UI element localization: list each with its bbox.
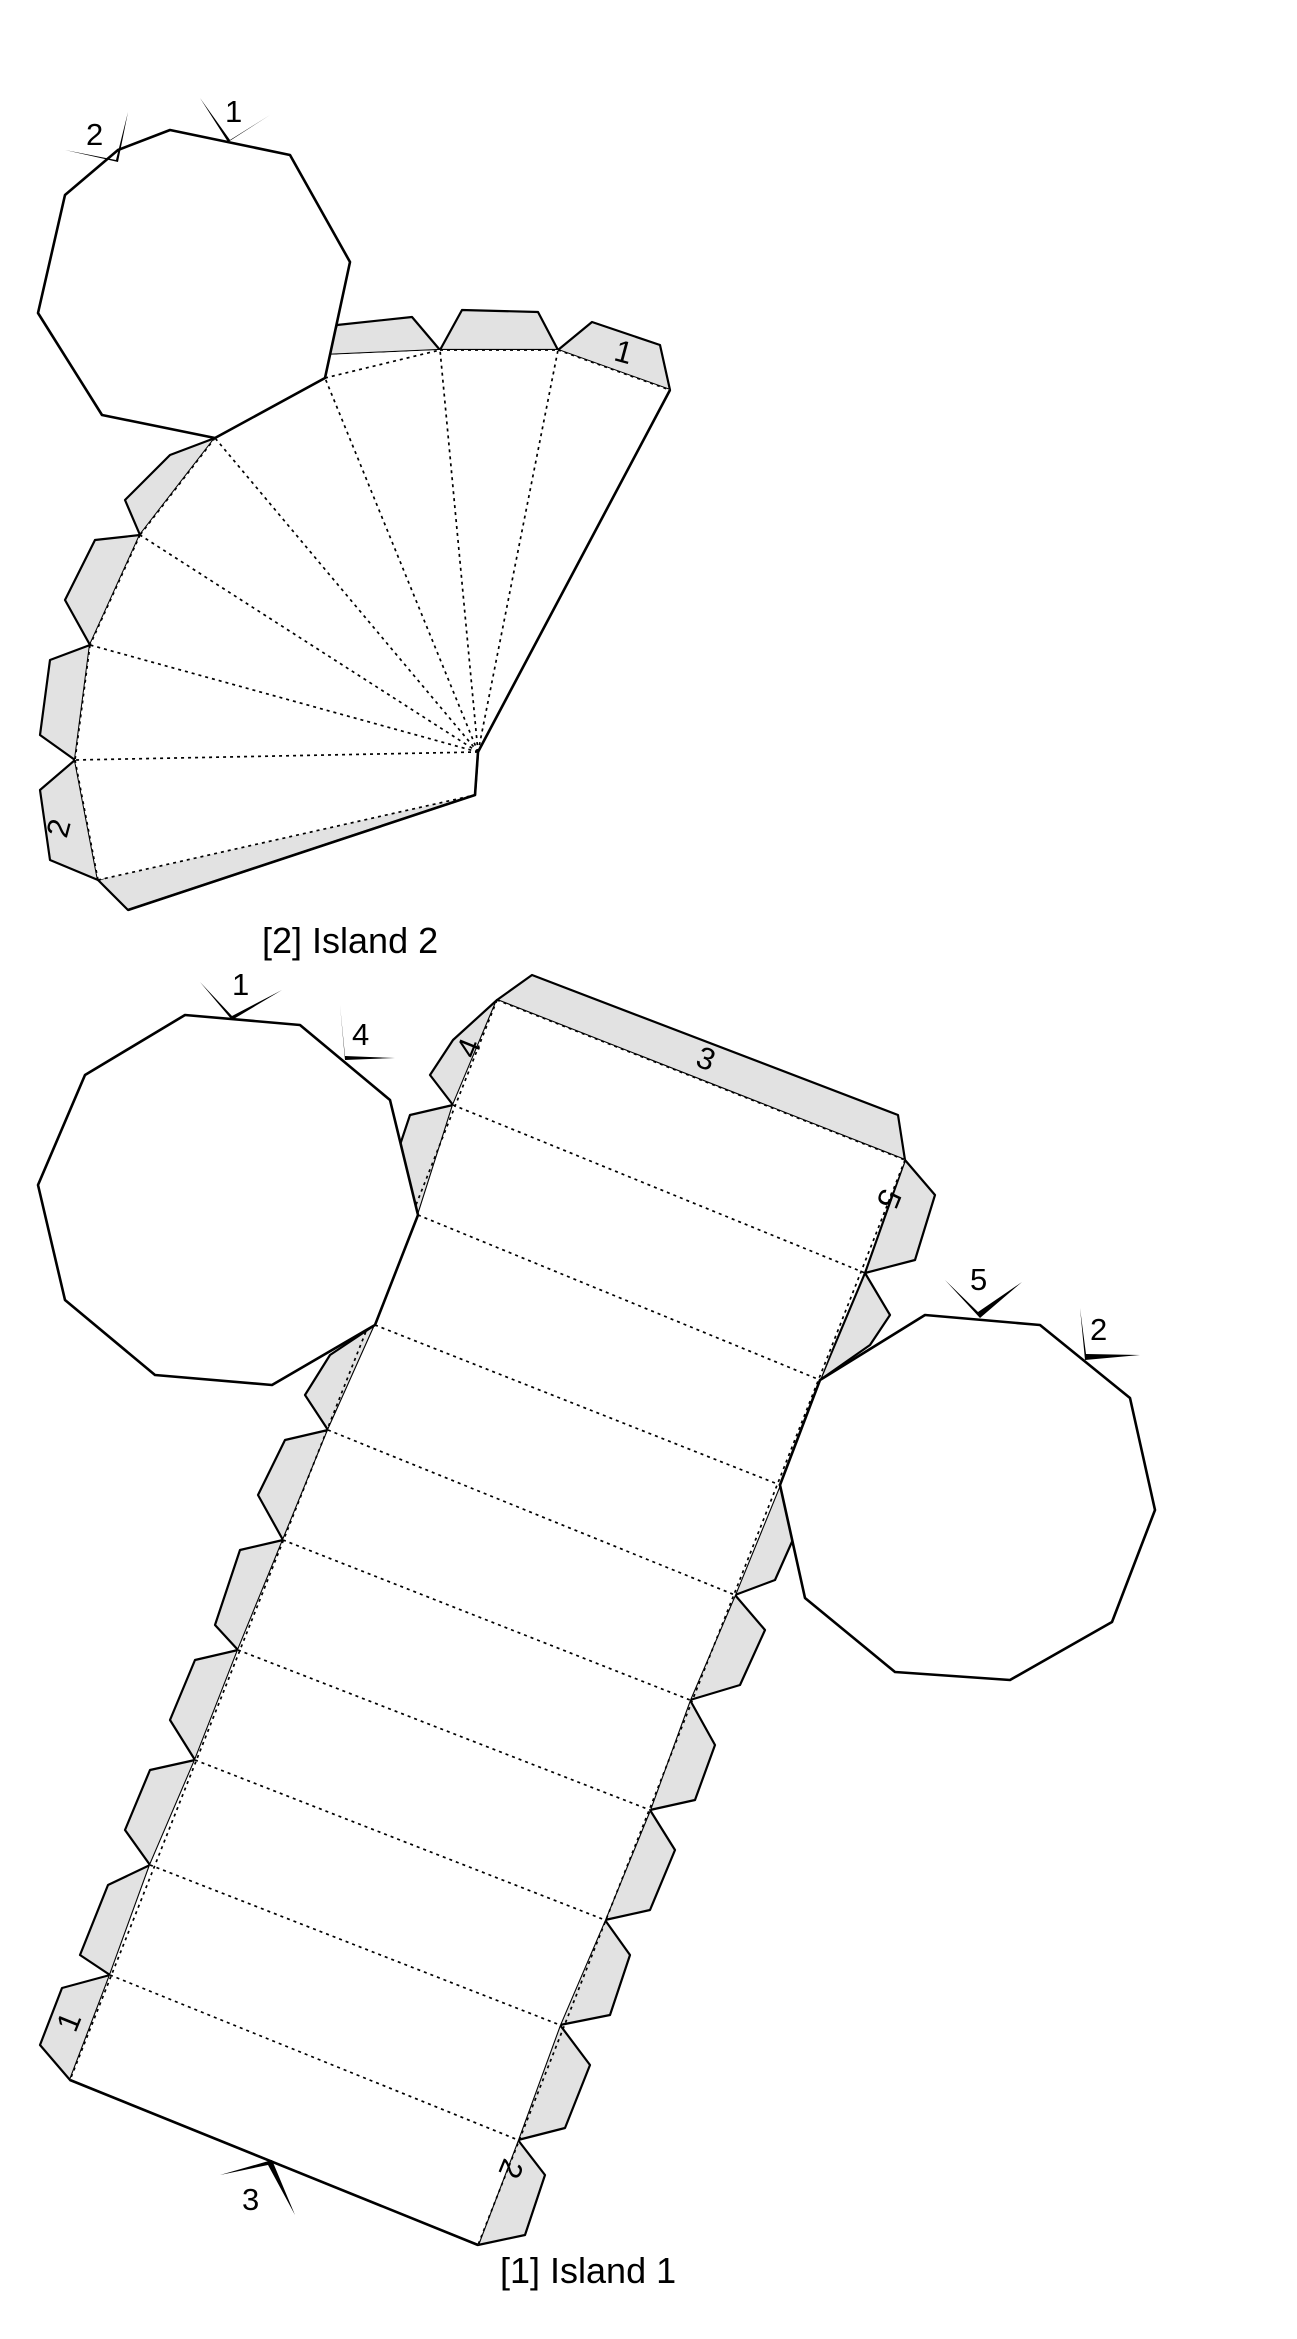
island-2-caption: [2] Island 2 xyxy=(262,920,438,961)
glue-tab xyxy=(863,1158,937,1275)
island-2-fold-lines xyxy=(74,349,671,881)
glue-tab xyxy=(516,2023,592,2142)
glue-tab xyxy=(438,308,560,352)
island-2: 1 2 1 2 [2] Island 2 xyxy=(36,94,672,961)
glue-tab xyxy=(818,1271,892,1382)
glue-tab xyxy=(495,973,907,1162)
prism-body xyxy=(70,1000,905,2245)
edge-marker-arrow xyxy=(200,98,270,142)
edge-marker-arrow xyxy=(220,2160,295,2215)
island-2-edge-markers xyxy=(65,98,270,162)
island-1-fold-lines xyxy=(69,999,906,2246)
edge-label: 3 xyxy=(242,2182,259,2217)
cone-sector xyxy=(75,355,478,880)
glue-tab xyxy=(323,315,442,357)
island-1-edge-markers xyxy=(200,982,1140,2215)
prism-end-decagon-left xyxy=(36,1013,420,1387)
edge-marker-arrow xyxy=(1080,1308,1140,1360)
edge-marker-arrow xyxy=(200,982,282,1020)
glue-tab xyxy=(303,1323,377,1432)
edge-label: 2 xyxy=(86,117,103,152)
island-1: 1 4 5 2 3 4 3 5 1 2 [1] Island 1 xyxy=(36,967,1157,2291)
edge-label: 5 xyxy=(970,1262,987,1297)
island-1-caption: [1] Island 1 xyxy=(500,2250,676,2291)
cone-cut-edge xyxy=(127,389,672,912)
edge-marker-arrow xyxy=(945,1280,1022,1318)
glue-tab xyxy=(123,436,217,537)
prism-cut-edge xyxy=(69,2078,479,2247)
cone-sector xyxy=(325,350,670,752)
glue-tab xyxy=(428,998,499,1107)
edge-label: 2 xyxy=(1090,1312,1107,1347)
edge-label: 1 xyxy=(232,967,249,1002)
prism-end-decagon-right xyxy=(778,1313,1157,1682)
glue-tab xyxy=(63,533,142,647)
cone-base-decagon xyxy=(36,128,352,440)
edge-label: 4 xyxy=(352,1017,369,1052)
edge-label: 1 xyxy=(225,94,242,129)
